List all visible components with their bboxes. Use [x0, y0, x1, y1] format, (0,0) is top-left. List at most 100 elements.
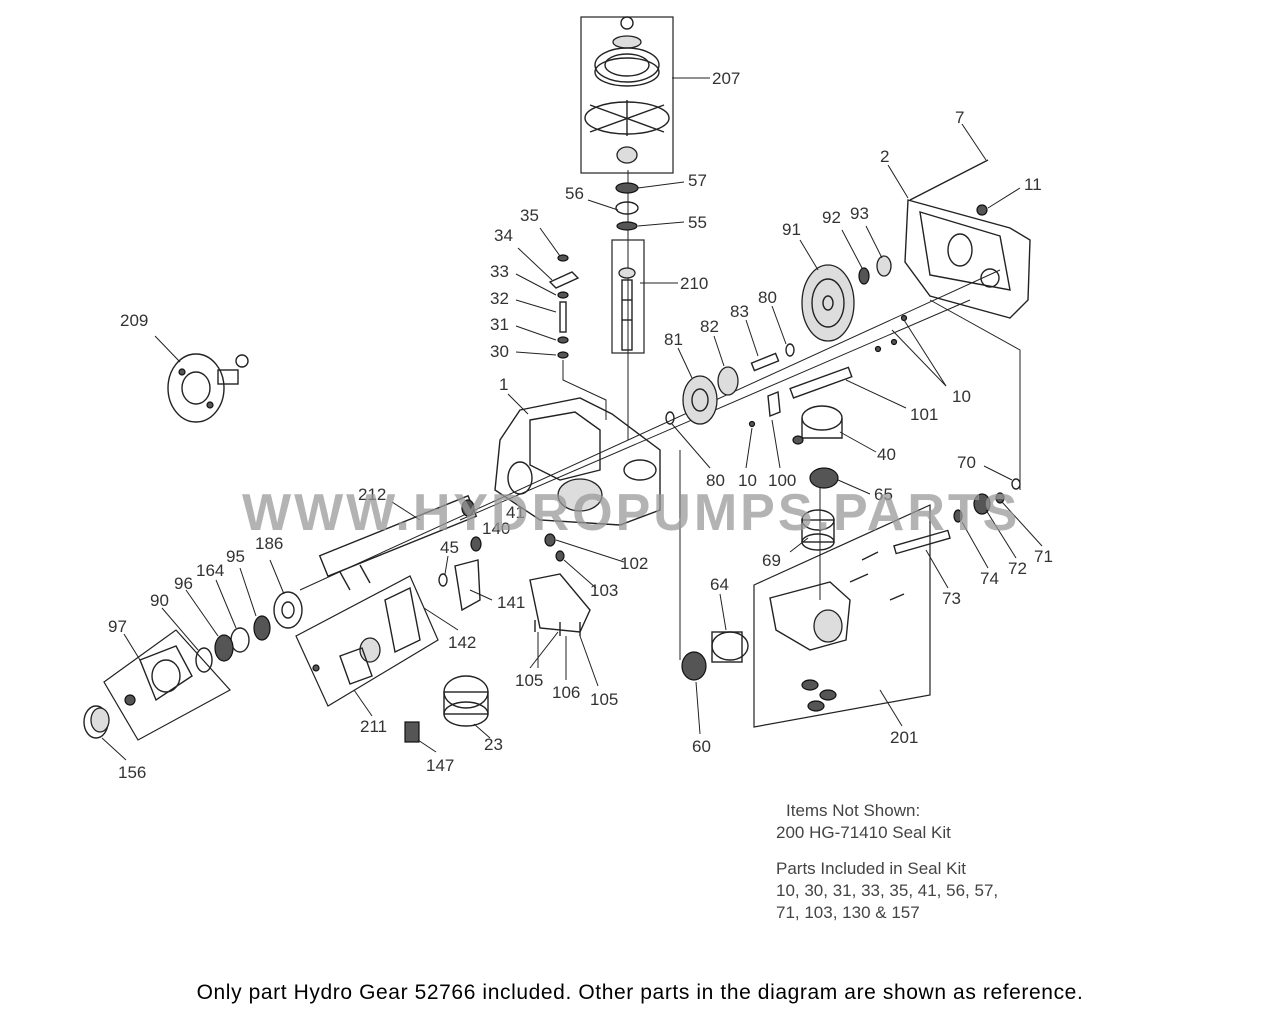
- ring-103: [555, 550, 565, 562]
- callout: 56: [565, 184, 584, 203]
- center-section-201: [769, 551, 905, 712]
- trunnion-40: [792, 405, 843, 445]
- hub-flange-209: [167, 353, 249, 423]
- seal-71: [995, 492, 1005, 504]
- ring-164: [230, 627, 250, 653]
- callout: 141: [497, 593, 525, 612]
- seal-kit-line: 71, 103, 130 & 157: [776, 903, 920, 922]
- callout: 65: [874, 485, 893, 504]
- gear-72: [973, 493, 991, 515]
- shaft-83: [750, 352, 780, 372]
- callout: 97: [108, 617, 127, 636]
- plug-11: [976, 204, 988, 216]
- cover-bracket-line: [929, 299, 1021, 490]
- callout: 11: [1024, 175, 1042, 194]
- callout: 105: [590, 690, 618, 709]
- callout-labels: 207 7 2 11 57 56 55 35 34 93 92 91 33 21…: [108, 69, 1053, 782]
- callout: 207: [712, 69, 740, 88]
- washer-74: [953, 509, 963, 523]
- seal-kit-line: 10, 30, 31, 33, 35, 41, 56, 57,: [776, 881, 999, 900]
- arm-100: [767, 391, 781, 417]
- seal-55: [616, 221, 638, 231]
- washer-80-upper: [785, 343, 795, 357]
- callout: 96: [174, 574, 193, 593]
- callout: 103: [590, 581, 618, 600]
- bearing-56: [615, 201, 639, 215]
- callout: 73: [942, 589, 961, 608]
- pin-10-lower: [748, 420, 756, 428]
- callout: 2: [880, 147, 889, 166]
- callout: 156: [118, 763, 146, 782]
- callout: 23: [484, 735, 503, 754]
- filter-23: [443, 675, 489, 727]
- seal-57: [615, 182, 639, 194]
- washer-80-lower: [665, 411, 675, 425]
- not-shown-header: Items Not Shown:: [786, 801, 921, 820]
- gear-81: [682, 375, 718, 425]
- gear-92: [858, 267, 870, 285]
- hub-cap-156: [83, 705, 110, 739]
- callout: 101: [910, 405, 938, 424]
- gear-93: [876, 255, 892, 277]
- callout: 142: [448, 633, 476, 652]
- bearing-96: [214, 634, 234, 662]
- washer-45: [438, 573, 448, 587]
- shaft-73: [893, 529, 951, 555]
- callout: 100: [768, 471, 796, 490]
- callout: 102: [620, 554, 648, 573]
- seal-102: [544, 533, 556, 547]
- not-shown-item: 200 HG-71410 Seal Kit: [776, 823, 951, 842]
- gear-91: [801, 264, 855, 342]
- shaft-101: [789, 366, 853, 399]
- fan-pulley-part: [584, 16, 670, 164]
- cylinder-block-69: [801, 509, 835, 551]
- leader-lines: [101, 77, 1043, 761]
- control-linkage-stack: [548, 254, 607, 420]
- callout: 1: [499, 375, 508, 394]
- callout: 80: [758, 288, 777, 307]
- callout: 10: [952, 387, 971, 406]
- callout: 7: [955, 108, 964, 127]
- main-housing-1: [494, 397, 661, 526]
- callout: 201: [890, 728, 918, 747]
- callout: 10: [738, 471, 757, 490]
- callout: 210: [680, 274, 708, 293]
- pin-10-upper-a: [874, 345, 882, 353]
- hub-assembly-box: [103, 629, 231, 741]
- bearing-140: [470, 536, 482, 552]
- callout: 35: [520, 206, 539, 225]
- pin-10-upper-c: [900, 314, 908, 322]
- callout: 209: [120, 311, 148, 330]
- callout: 45: [440, 538, 459, 557]
- callout: 93: [850, 204, 869, 223]
- callout: 33: [490, 262, 509, 281]
- bearing-65: [809, 467, 839, 489]
- callout: 40: [877, 445, 896, 464]
- callout: 71: [1034, 547, 1053, 566]
- brake-142: [312, 586, 421, 685]
- side-cover-2: [904, 199, 1031, 319]
- seal-95: [253, 615, 271, 641]
- pump-64: [711, 631, 749, 663]
- callout: 90: [150, 591, 169, 610]
- callout: 164: [196, 561, 224, 580]
- callout: 60: [692, 737, 711, 756]
- callout: 55: [688, 213, 707, 232]
- callout: 91: [782, 220, 801, 239]
- callout: 81: [664, 330, 683, 349]
- notes-block: Items Not Shown: 200 HG-71410 Seal Kit P…: [776, 800, 1096, 924]
- callout: 212: [358, 485, 386, 504]
- washer-90: [195, 647, 213, 673]
- axle-axis-line: [299, 269, 1001, 591]
- bearing-186: [273, 591, 303, 629]
- wheel-hub-97: [124, 645, 193, 706]
- callout: 80: [706, 471, 725, 490]
- callout: 106: [552, 683, 580, 702]
- callout: 140: [482, 519, 510, 538]
- input-shaft-210: [618, 267, 636, 351]
- brake-assembly-box: [295, 575, 439, 707]
- callout: 69: [762, 551, 781, 570]
- callout: 147: [426, 756, 454, 775]
- callout: 30: [490, 342, 509, 361]
